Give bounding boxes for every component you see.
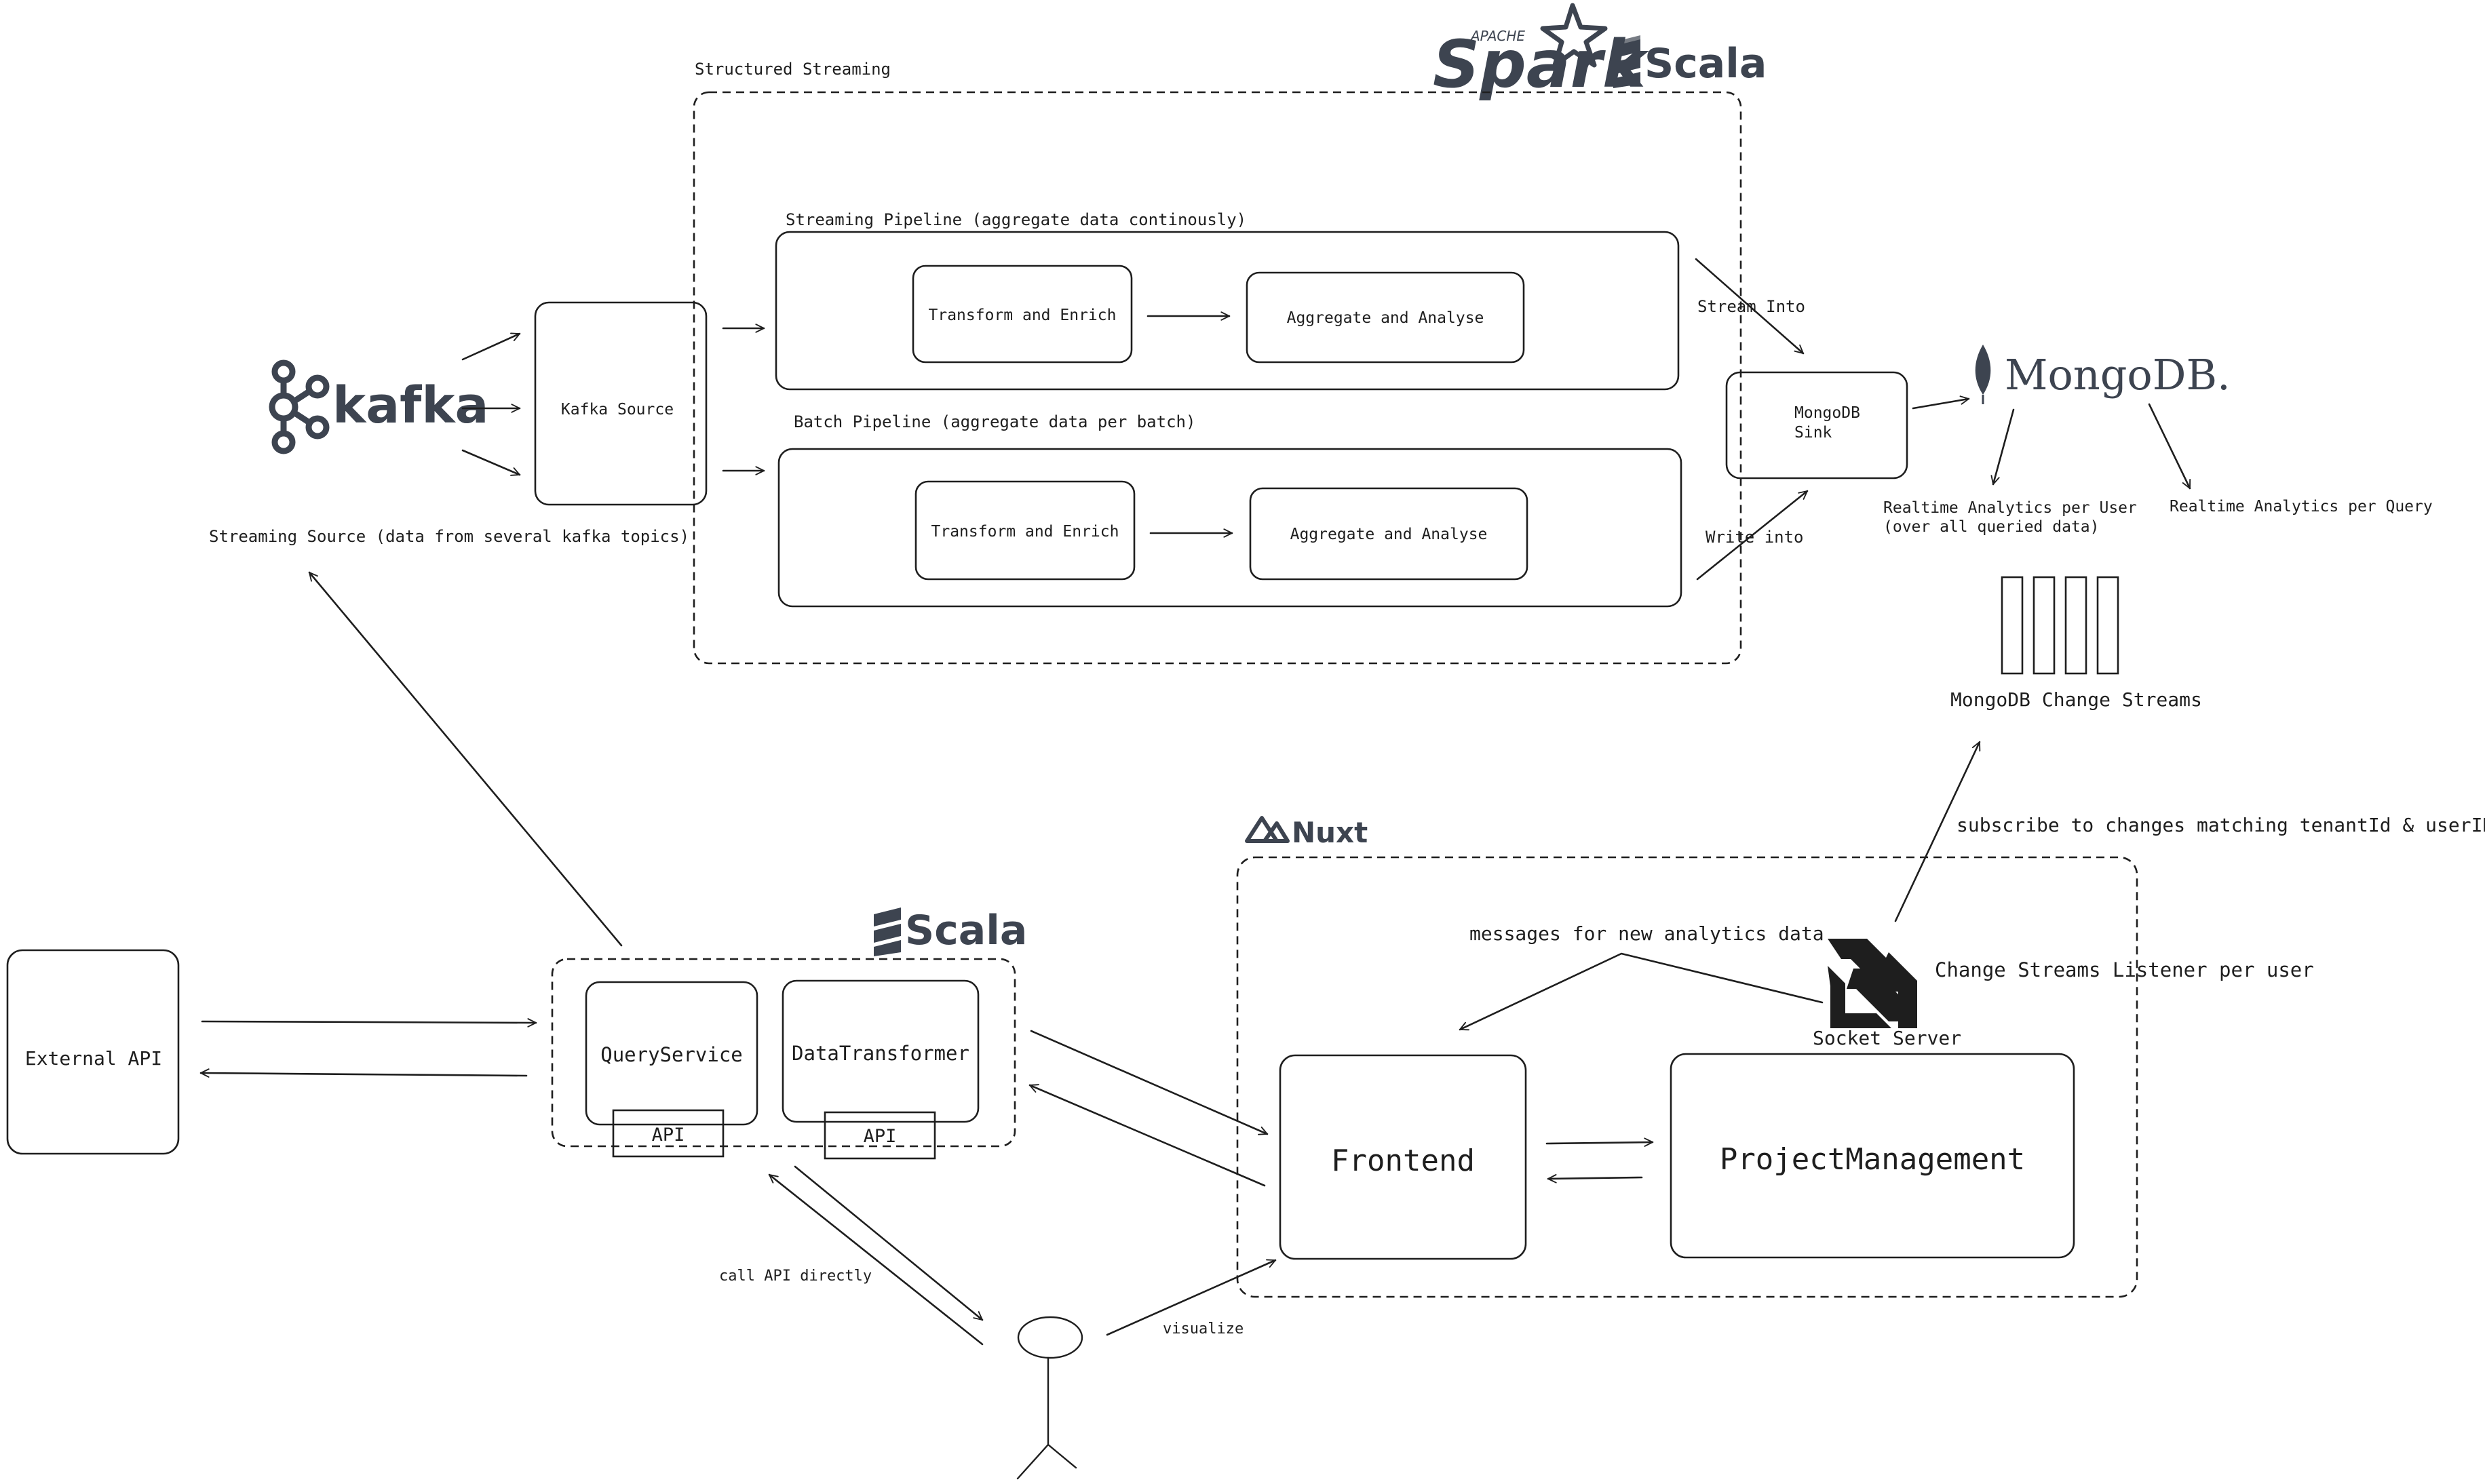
arrow-write-into — [1696, 490, 1809, 581]
change-streams-label: MongoDB Change Streams — [1950, 688, 2202, 711]
project-management-label: ProjectManagement — [1720, 1142, 2025, 1177]
arrow-pm-to-frontend — [1547, 1174, 1643, 1184]
change-stream-bar-1 — [2001, 576, 2024, 675]
change-stream-bar-3 — [2064, 576, 2087, 675]
streaming-aggregate-label: Aggregate and Analyse — [1287, 309, 1484, 327]
apache-spark-logo: APACHE Spark — [1433, 3, 1649, 102]
arrow-frontend-to-pm — [1545, 1137, 1654, 1147]
structured-streaming-container — [693, 91, 1742, 665]
frontend-node — [1279, 1054, 1527, 1260]
messages-label: messages for new analytics data — [1469, 922, 1824, 945]
query-service-label: QueryService — [600, 1043, 743, 1066]
streaming-transform-label: Transform and Enrich — [929, 307, 1117, 324]
kafka-source-node — [534, 301, 708, 506]
nuxt-logo: Nuxt — [1245, 816, 1368, 849]
visualize-label: visualize — [1163, 1321, 1244, 1337]
analytics-per-user-label-2: (over all queried data) — [1883, 518, 2100, 536]
listener-label: Change Streams Listener per user — [1935, 958, 2314, 981]
batch-transform-label: Transform and Enrich — [931, 523, 1119, 541]
scala-services-container — [551, 958, 1016, 1148]
websocket-icon — [1828, 939, 1917, 1028]
arrow-mongodb-to-query-analytics — [2148, 403, 2191, 490]
arrow-mongodb-to-user-analytics — [1990, 408, 2015, 486]
change-streams-icon — [2001, 576, 2119, 675]
batch-pipeline-title: Batch Pipeline (aggregate data per batch… — [794, 412, 1195, 431]
mongodb-leaf-logo — [1975, 345, 1991, 404]
arrow-services-to-frontend — [1030, 1030, 1269, 1135]
arrow-socket-to-frontend — [1459, 952, 1824, 1031]
analytics-per-query-label: Realtime Analytics per Query — [2170, 498, 2433, 515]
batch-transform-node — [914, 480, 1136, 581]
spark-wordmark: Spark — [1433, 26, 1649, 102]
streaming-transform-node — [912, 265, 1133, 364]
project-management-node — [1670, 1053, 2075, 1259]
arrow-kafka-3 — [461, 449, 521, 476]
external-api-label: External API — [25, 1047, 162, 1070]
batch-aggregate-label: Aggregate and Analyse — [1290, 526, 1488, 543]
streaming-pipeline-title: Streaming Pipeline (aggregate data conti… — [786, 210, 1246, 229]
change-stream-bar-4 — [2096, 576, 2119, 675]
batch-pipeline-box — [777, 448, 1682, 608]
data-transformer-api-label: API — [864, 1126, 897, 1147]
change-stream-bar-2 — [2033, 576, 2056, 675]
structured-streaming-title: Structured Streaming — [695, 60, 891, 79]
arrow-query-to-external — [199, 1068, 528, 1078]
arrow-subscribe — [1894, 741, 1981, 922]
arrow-user-to-api — [768, 1173, 984, 1346]
data-transformer-api-box — [824, 1111, 936, 1160]
subscribe-label: subscribe to changes matching tenantId &… — [1957, 814, 2485, 836]
call-api-directly-label: call API directly — [719, 1268, 872, 1285]
data-transformer-label: DataTransformer — [792, 1042, 969, 1065]
arrow-frontend-to-services — [1028, 1084, 1266, 1187]
arrow-services-to-streaming-source — [308, 571, 623, 947]
scala-logo-services: Scala — [874, 907, 1027, 956]
socket-server-label: Socket Server — [1813, 1027, 1961, 1049]
arrow-stream-into — [1695, 258, 1805, 355]
stream-into-label: Stream Into — [1697, 297, 1805, 316]
arrow-user-to-frontend — [1106, 1259, 1277, 1336]
query-service-api-label: API — [652, 1125, 685, 1146]
analytics-per-user-label-1: Realtime Analytics per User — [1883, 499, 2137, 517]
nuxt-wordmark: Nuxt — [1292, 816, 1368, 849]
frontend-label: Frontend — [1331, 1144, 1475, 1178]
mongodb-wordmark: MongoDB. — [2005, 350, 2231, 399]
arrow-sink-to-mongodb — [1912, 395, 1970, 410]
mongodb-sink-label-2: Sink — [1794, 424, 1832, 442]
kafka-logo — [269, 359, 330, 454]
scala-wordmark-spark: Scala — [1644, 40, 1767, 87]
user-stick-figure-icon — [1016, 1316, 1083, 1480]
arrow-kafka-1 — [461, 332, 521, 361]
batch-aggregate-node — [1249, 487, 1528, 581]
streaming-source-caption: Streaming Source (data from several kafk… — [209, 527, 689, 546]
arrow-services-to-user — [794, 1165, 984, 1321]
mongodb-sink-label-1: MongoDB — [1794, 404, 1860, 422]
kafka-wordmark: kafka — [332, 376, 489, 435]
mongodb-sink-node — [1725, 371, 1908, 480]
write-into-label: Write into — [1706, 528, 1804, 547]
streaming-aggregate-node — [1246, 271, 1525, 364]
query-service-api-box — [612, 1109, 725, 1158]
scala-logo-spark: Scala — [1613, 35, 1767, 88]
scala-wordmark-services: Scala — [905, 907, 1027, 954]
arrow-external-to-query — [201, 1018, 537, 1028]
query-service-node — [585, 981, 758, 1126]
apache-label: APACHE — [1469, 28, 1525, 44]
streaming-pipeline-box — [775, 231, 1680, 391]
kafka-source-label: Kafka Source — [561, 401, 674, 418]
data-transformer-node — [782, 979, 980, 1123]
nuxt-app-container — [1236, 856, 2138, 1298]
external-api-node — [6, 949, 180, 1155]
